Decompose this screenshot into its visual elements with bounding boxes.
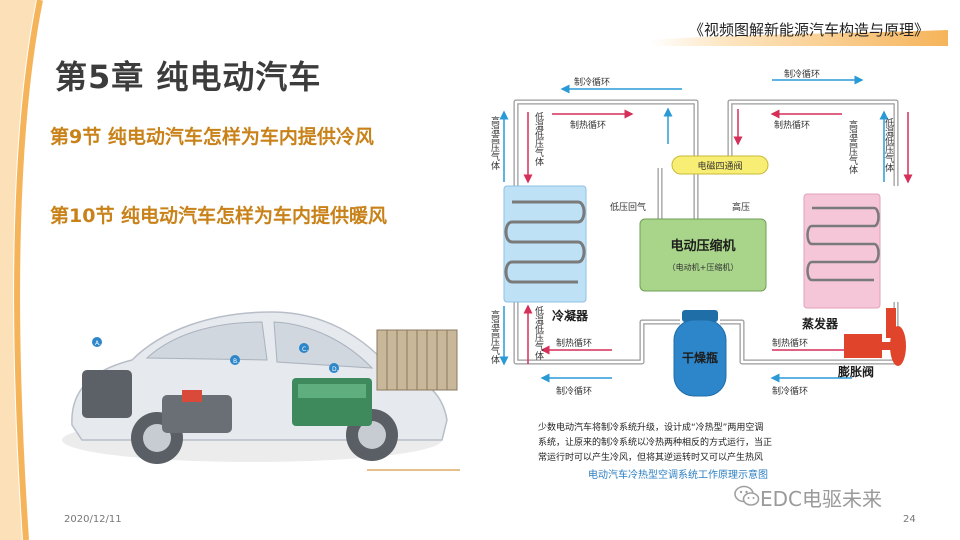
label-left-low-upper: 低温低压气体 — [533, 111, 544, 167]
footer-date: 2020/12/11 — [64, 514, 122, 525]
marker-d: D. — [332, 366, 339, 373]
label-top-cool-cycle-right: 制冷循环 — [784, 68, 820, 80]
chapter-title: 第5章 纯电动汽车 — [55, 58, 322, 96]
marker-a: A. — [95, 340, 101, 347]
description-line-2: 系统，让原来的制冷系统以冷热两种相反的方式运行，当正 — [538, 436, 772, 448]
expansion-valve-label: 膨胀阀 — [837, 364, 874, 379]
section-10-title: 第10节 纯电动汽车怎样为车内提供暖风 — [50, 205, 388, 227]
four-way-valve-label: 电磁四通阀 — [697, 160, 742, 172]
book-title-banner — [650, 30, 948, 46]
cycle-arrows — [499, 75, 913, 383]
wechat-icon — [734, 485, 760, 506]
book-title: 《视频图解新能源汽车构造与原理》 — [688, 21, 929, 39]
watermark-text: EDC电驱未来 — [760, 487, 883, 511]
electric-compressor — [639, 218, 767, 292]
label-high-pressure: 高压 — [732, 201, 750, 213]
condenser-label: 冷凝器 — [552, 308, 589, 323]
label-top-heat-cycle: 制热循环 — [570, 119, 606, 131]
section-9-title: 第9节 纯电动汽车怎样为车内提供冷风 — [50, 126, 374, 148]
compressor-label: 电动压缩机 — [670, 238, 735, 254]
diagram-caption: 电动汽车冷热型空调系统工作原理示意图 — [588, 468, 768, 481]
label-left-high-lower: 高温高压气体 — [489, 309, 500, 365]
page-number: 24 — [903, 514, 916, 525]
evaporator-label: 蒸发器 — [802, 316, 839, 331]
label-right-high: 高温高压气体 — [847, 119, 858, 175]
marker-b: B. — [233, 358, 239, 365]
label-left-high-upper: 高温高压气体 — [489, 115, 500, 171]
label-right-low: 低温低压气体 — [883, 117, 894, 173]
description-line-1: 少数电动汽车将制冷系统升级，设计成“冷热型”两用空调 — [538, 421, 763, 433]
left-orange-curve — [0, 0, 43, 540]
car-illustration: A. B. C. D. — [62, 311, 460, 471]
compressor-sub-label: （电动机+压缩机） — [668, 262, 739, 272]
dryer-label: 干燥瓶 — [682, 350, 718, 365]
label-bottom-heat-cycle: 制热循环 — [556, 337, 592, 349]
label-low-return: 低压回气 — [610, 201, 646, 213]
description-line-3: 常运行时可以产生冷风，但将其逆运转时又可以产生热风 — [538, 451, 763, 463]
label-bottom-cool-cycle-right: 制冷循环 — [772, 385, 808, 397]
label-bottom-cool-cycle: 制冷循环 — [556, 385, 592, 397]
label-left-low-lower: 低温低压气体 — [533, 305, 544, 361]
expansion-valve-body — [844, 334, 882, 358]
evaporator — [803, 193, 881, 309]
dryer-bottle — [673, 319, 727, 397]
dryer-cap — [682, 310, 718, 322]
label-top-heat-cycle-right: 制热循环 — [774, 119, 810, 131]
car-component-markers: A. B. C. D. — [92, 337, 339, 373]
label-top-cool-cycle: 制冷循环 — [574, 76, 610, 88]
four-way-valve — [671, 155, 769, 175]
label-bottom-heat-cycle-right: 制热循环 — [772, 337, 808, 349]
ac-system-diagram: 制冷循环 制冷循环 制热循环 制热循环 制热循环 制热循环 制冷循环 制冷循环 … — [489, 68, 913, 481]
marker-c: C. — [302, 346, 308, 353]
condenser — [503, 185, 587, 303]
